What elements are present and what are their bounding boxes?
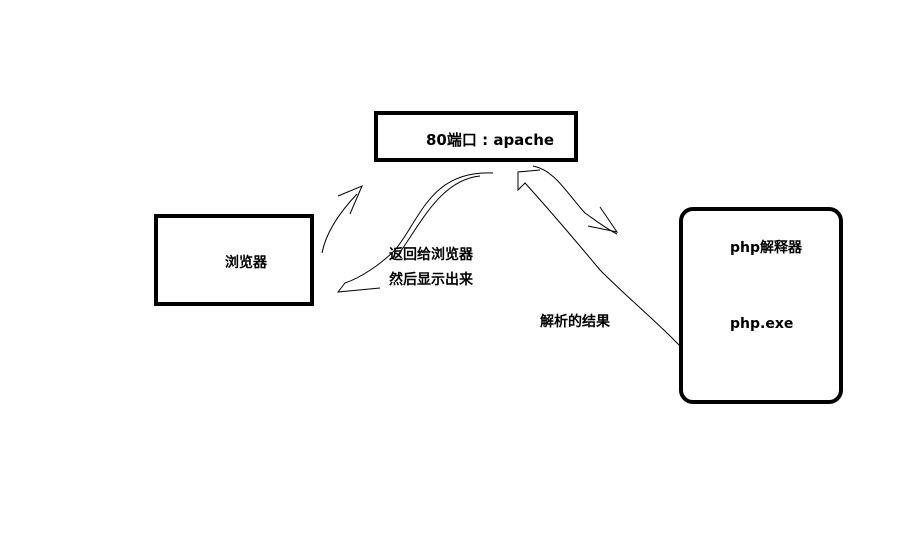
- return-label-line2: 然后显示出来: [389, 272, 473, 288]
- parse-result-label: 解析的结果: [540, 314, 610, 330]
- apache-label: 80端口 : apache: [426, 131, 555, 149]
- apache-node: [374, 111, 578, 162]
- apache-to-browser-curve-inner: [397, 175, 481, 256]
- browser-label: 浏览器: [225, 255, 267, 271]
- apache-to-php-arrowhead: [587, 206, 619, 233]
- php-to-apache-curve: [517, 169, 682, 348]
- browser-node: [154, 214, 314, 306]
- return-label-line1: 返回给浏览器: [389, 247, 473, 263]
- php-sub-label: php.exe: [730, 316, 794, 332]
- apache-to-php-arrow: [532, 165, 618, 235]
- php-label: php解释器: [730, 240, 803, 256]
- browser-to-apache-arrowhead: [337, 185, 363, 215]
- apache-to-browser-curve: [336, 172, 494, 293]
- php-node: [679, 207, 843, 404]
- browser-to-apache-arrow: [321, 193, 358, 254]
